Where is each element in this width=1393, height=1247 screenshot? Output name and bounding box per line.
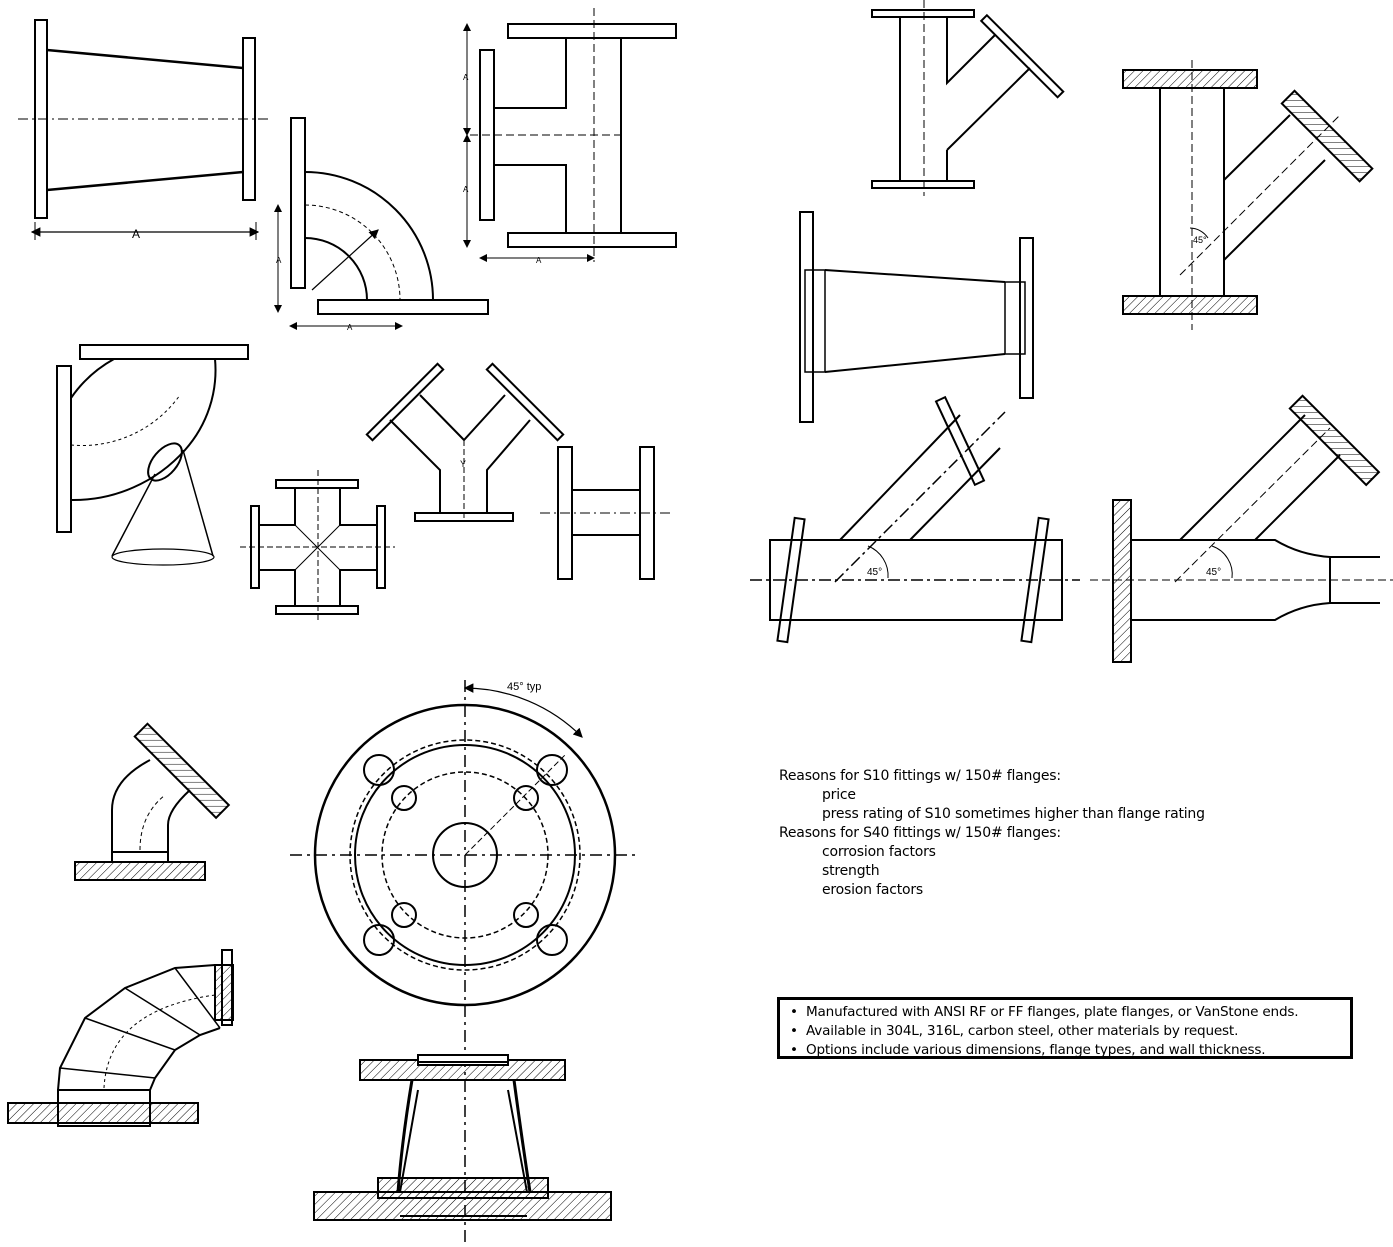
feature-item: Options include various dimensions, flan… [790, 1041, 1350, 1060]
s40-item: strength [822, 863, 880, 879]
elbow-45-fitting [74, 722, 231, 881]
reducer-section-view [313, 1054, 612, 1221]
segmented-elbow-fitting [7, 949, 234, 1127]
elbow-horizontal-dim-label: A [347, 323, 353, 332]
lateral-reducing-angle-label: 45° [1206, 567, 1221, 578]
feature-item: Available in 304L, 316L, carbon steel, o… [790, 1022, 1350, 1041]
cross-fitting [240, 470, 395, 622]
reducer-dim-label: A [132, 227, 140, 241]
wye-fitting [365, 362, 565, 522]
feature-item: Manufactured with ANSI RF or FF flanges,… [790, 1003, 1350, 1022]
tee-fitting [463, 8, 677, 262]
lateral-reducing-fitting [1090, 394, 1393, 663]
lateral-small-fitting [871, 0, 1065, 196]
tee-horizontal-dim-label: A [536, 256, 542, 265]
elbow-vertical-dim-label: A [276, 256, 282, 265]
bolt-spacing-label: 45° typ [507, 681, 541, 693]
reducing-elbow-fitting [56, 344, 249, 566]
elbow-90-fitting [274, 117, 489, 330]
reducer-fitting [18, 19, 270, 240]
lateral-long-fitting [750, 395, 1080, 644]
s40-item: erosion factors [822, 882, 924, 898]
s40-item: corrosion factors [822, 844, 936, 860]
lateral-flanged-fitting [1122, 60, 1374, 330]
s10-item: press rating of S10 sometimes higher tha… [822, 806, 1205, 822]
lateral-small-angle-label: 45° [1193, 235, 1207, 245]
tee-lower-dim-label: A [463, 185, 469, 194]
tee-upper-dim-label: A [463, 73, 469, 82]
s40-heading: Reasons for S40 fittings w/ 150# flanges… [779, 825, 1061, 841]
flange-face-view [290, 680, 640, 1245]
s10-item: price [822, 787, 856, 803]
spool-fitting [540, 446, 672, 580]
wye-angle-label: Y [460, 459, 466, 469]
lateral-long-angle-label: 45° [867, 567, 882, 578]
features-box: Manufactured with ANSI RF or FF flanges,… [777, 997, 1353, 1059]
s10-heading: Reasons for S10 fittings w/ 150# flanges… [779, 768, 1061, 784]
reducer-fitting-right [799, 211, 1034, 423]
fitting-notes: Reasons for S10 fittings w/ 150# flanges… [779, 767, 1205, 900]
